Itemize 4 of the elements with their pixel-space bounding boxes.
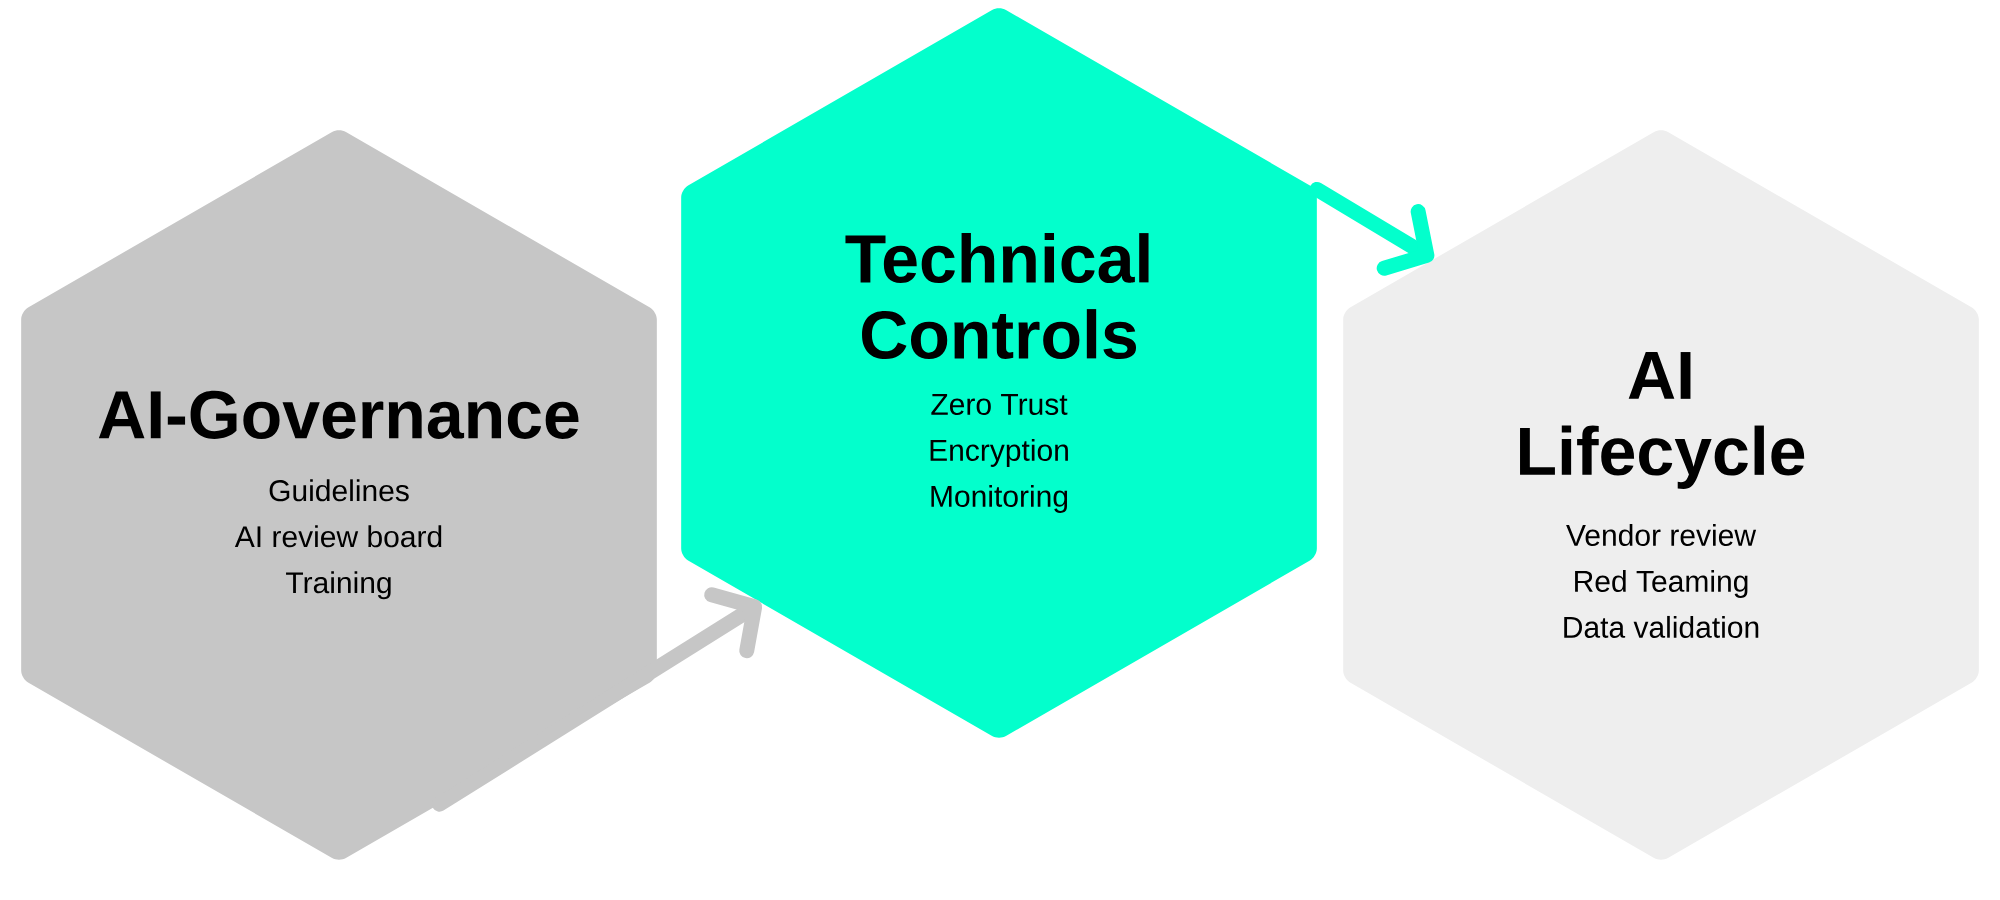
hexagon: AI Lifecycle Vendor review Red Teaming Data validation (1343, 130, 1979, 860)
hexagon: Technical Controls Zero Trust Encryption Monitoring (681, 8, 1317, 738)
arrow (432, 587, 763, 812)
hexagon: AI-Governance Guidelines AI review board Training (21, 130, 657, 860)
